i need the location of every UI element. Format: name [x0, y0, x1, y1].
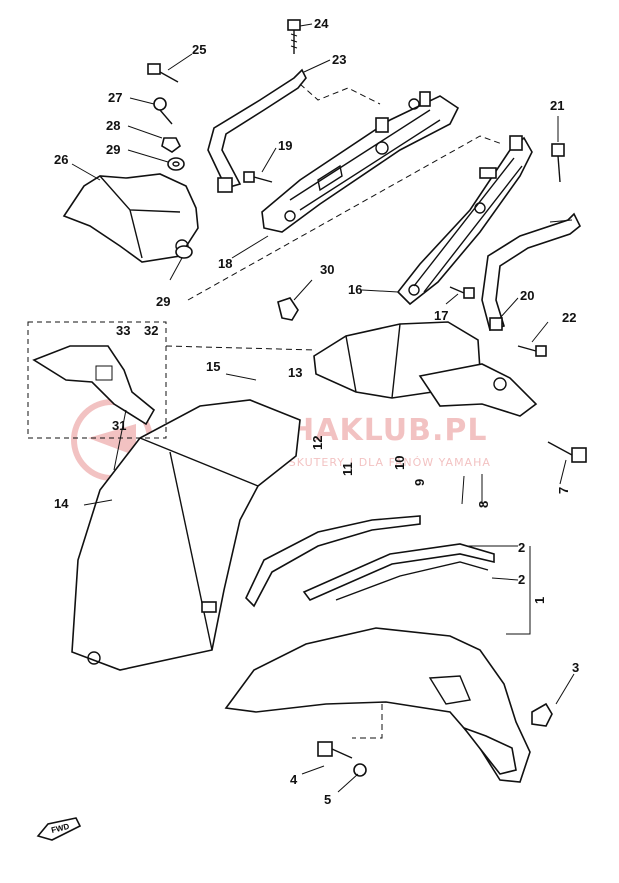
- label-16: 16: [348, 282, 362, 297]
- label-21: 21: [550, 98, 564, 113]
- washer-29b: [175, 245, 193, 259]
- label-29-top: 29: [106, 142, 120, 157]
- label-7: 7: [556, 487, 571, 494]
- bolt-7: [547, 441, 587, 463]
- part-labels: 24 25 23 27 21 28 19 29 26 18 30 16 20 2…: [54, 16, 579, 807]
- fwd-badge: FWD: [50, 822, 70, 835]
- label-11: 11: [340, 462, 355, 476]
- bolt-19: [243, 171, 273, 183]
- label-10: 10: [392, 456, 407, 470]
- washer-29a: [167, 157, 185, 171]
- bolt-17: [449, 286, 475, 299]
- rear-fender-14: [71, 399, 301, 671]
- bolt-21: [551, 143, 565, 183]
- label-19: 19: [278, 138, 292, 153]
- label-3: 3: [572, 660, 579, 675]
- bolt-22: [517, 345, 547, 357]
- label-30: 30: [320, 262, 334, 277]
- leader-lines: [27, 83, 503, 739]
- label-28: 28: [106, 118, 120, 133]
- front-fender: [224, 627, 531, 783]
- label-32: 32: [144, 323, 158, 338]
- fwd-indicator: FWD: [36, 817, 82, 841]
- label-12: 12: [310, 436, 325, 450]
- washer-5: [353, 763, 367, 777]
- label-17: 17: [434, 308, 448, 323]
- label-8: 8: [476, 501, 491, 508]
- grab-bar-left: [481, 212, 582, 331]
- label-4: 4: [290, 772, 298, 787]
- rear-fender-upper: [313, 321, 538, 417]
- bolt-4: [317, 741, 353, 759]
- label-27: 27: [108, 90, 122, 105]
- clip-30: [277, 297, 299, 321]
- label-1: 1: [532, 597, 547, 604]
- bolt-25: [147, 63, 179, 83]
- label-31: 31: [112, 418, 126, 433]
- front-fender-strip: [245, 515, 495, 608]
- label-26: 26: [54, 152, 68, 167]
- label-15: 15: [206, 359, 220, 374]
- label-33: 33: [116, 323, 130, 338]
- label-29-bottom: 29: [156, 294, 170, 309]
- mud-flap-31: [32, 345, 156, 426]
- callout-lines: [71, 23, 575, 793]
- nut-28: [161, 137, 182, 153]
- label-20: 20: [520, 288, 534, 303]
- seat-bracket-left: [396, 135, 533, 306]
- bolt-24: [287, 19, 301, 54]
- label-24: 24: [314, 16, 329, 31]
- watermark-logo-mark: [88, 424, 136, 456]
- label-9: 9: [412, 479, 427, 486]
- bolt-27: [153, 97, 173, 125]
- label-2-bottom: 2: [518, 572, 525, 587]
- seat-bracket-right: [261, 91, 460, 233]
- label-18: 18: [218, 256, 232, 271]
- label-13: 13: [288, 365, 302, 380]
- label-25: 25: [192, 42, 206, 57]
- label-14: 14: [54, 496, 69, 511]
- label-2-top: 2: [518, 540, 525, 555]
- grab-bar-right: [207, 68, 307, 193]
- label-5: 5: [324, 792, 331, 807]
- label-23: 23: [332, 52, 346, 67]
- label-22: 22: [562, 310, 576, 325]
- clip-3: [531, 702, 553, 727]
